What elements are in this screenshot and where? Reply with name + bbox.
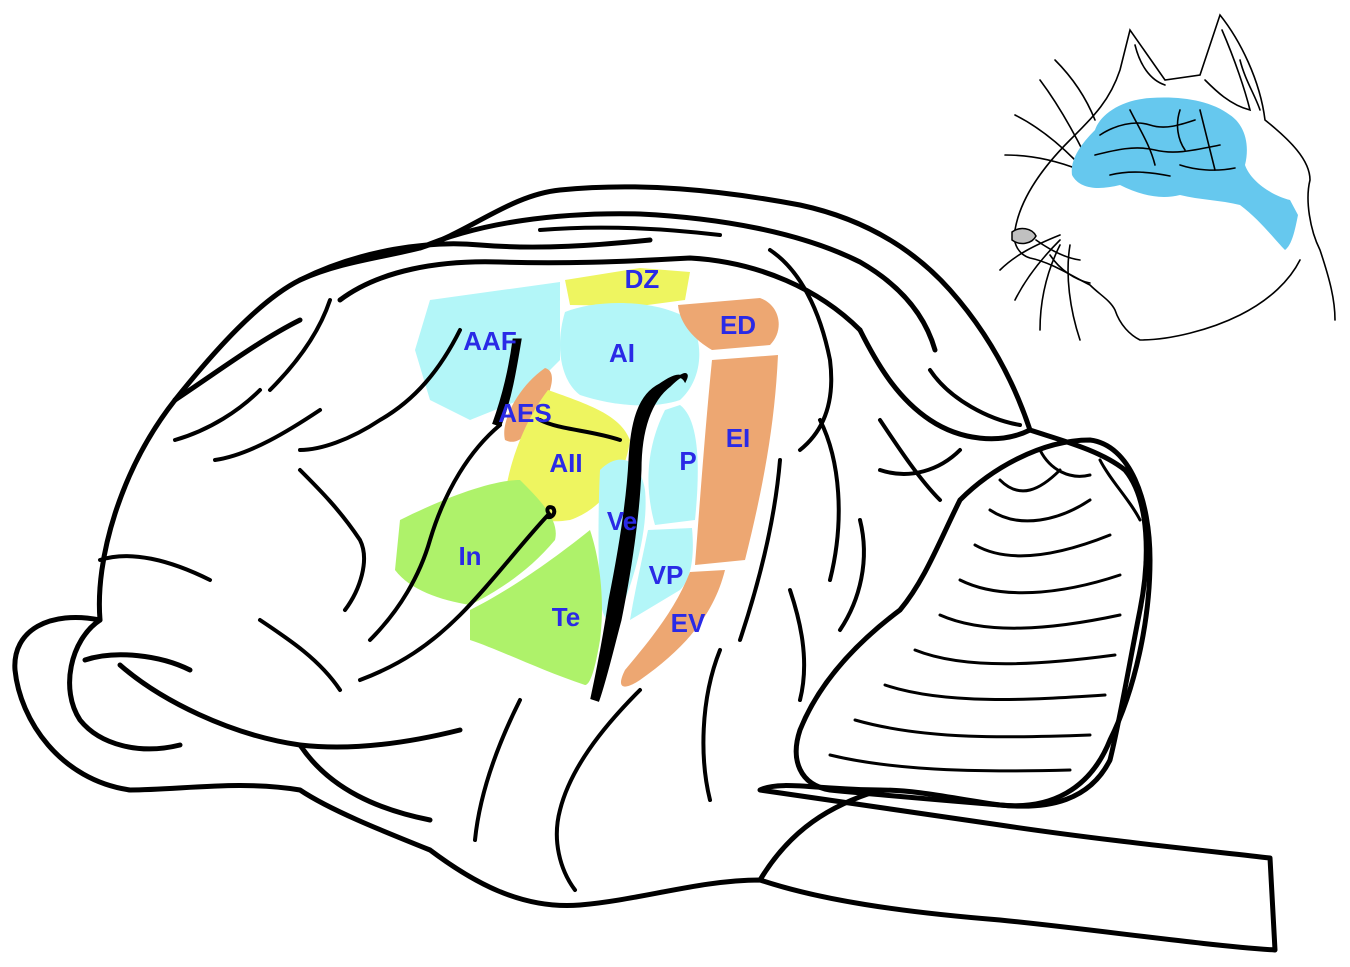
- label-in: In: [458, 541, 481, 571]
- label-ed: ED: [720, 310, 756, 340]
- cat-head-icon: [1000, 15, 1335, 340]
- label-aes: AES: [498, 398, 551, 428]
- label-aaf: AAF: [463, 326, 516, 356]
- label-p: P: [679, 446, 696, 476]
- label-ai: AI: [609, 338, 635, 368]
- label-ve: Ve: [607, 506, 637, 536]
- label-ei: EI: [726, 423, 751, 453]
- label-dz: DZ: [625, 264, 660, 294]
- label-vp: VP: [649, 560, 684, 590]
- cerebellum: [796, 440, 1150, 806]
- label-te: Te: [552, 602, 580, 632]
- cat-brain-silhouette: [1072, 98, 1298, 250]
- label-ev: EV: [671, 608, 706, 638]
- label-aii: AII: [549, 448, 582, 478]
- field-ei: [695, 355, 778, 565]
